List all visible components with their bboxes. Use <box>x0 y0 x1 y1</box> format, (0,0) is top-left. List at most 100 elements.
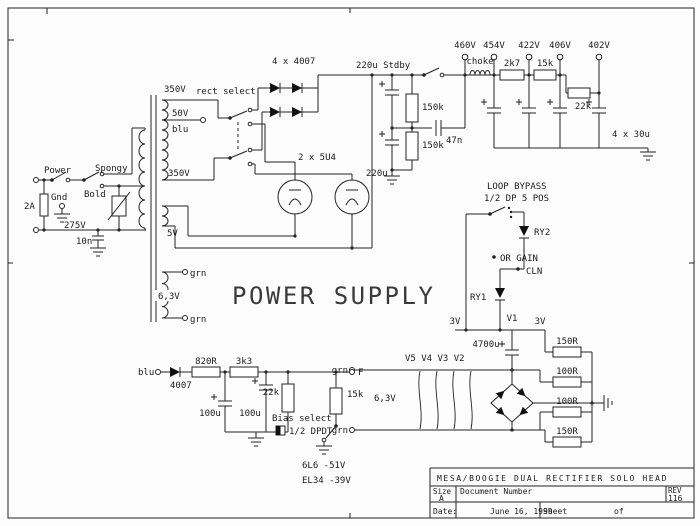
fuse-symbol <box>39 193 49 217</box>
date-label: Date: <box>433 507 457 516</box>
loop-bypass-label: LOOP BYPASS <box>487 182 547 192</box>
r22k-label: 22k <box>575 102 592 112</box>
bold-label: Bold <box>84 190 106 200</box>
resistor-150r <box>552 436 582 448</box>
bias-select-label: Bias select <box>272 414 332 424</box>
tube-5u4-icon <box>334 179 370 215</box>
neutral-terminal <box>33 227 39 233</box>
r22k-bias-label: 22k <box>263 388 280 398</box>
power-transformer: 350V 50V blu 350V 5V 6,3V grn grn <box>138 85 352 325</box>
grn-bottom-label: grn <box>332 426 348 436</box>
grn-top-label: grn <box>190 269 206 279</box>
ry2-label: RY2 <box>534 228 550 238</box>
rev-label: REV <box>668 486 682 495</box>
test-point <box>461 53 469 61</box>
resistor-820r <box>191 366 221 378</box>
tube-heater <box>418 370 422 430</box>
diode-icon <box>292 83 302 93</box>
fuse-label: 2A <box>24 202 35 212</box>
hv-secondary-winding <box>161 99 169 181</box>
ry1-label: RY1 <box>470 293 486 303</box>
size-value: A <box>439 494 444 503</box>
loop-switch-label: 1/2 DP 5 POS <box>484 194 549 204</box>
bplus-rail: 460V choke 454V 2k7 422V 15k 406V 22k 40… <box>444 41 656 161</box>
or-gain-label: OR GAIN <box>500 254 538 264</box>
f-label: F <box>358 368 363 378</box>
relay-diode-icon <box>519 226 529 236</box>
resistor-2k7 <box>499 69 525 81</box>
heater-circuit: 3V V1 3V 4700u 150R 100R 100R 150R V5 V4… <box>332 314 613 448</box>
ground-symbol <box>316 445 332 455</box>
heater-volts-label: 6,3V <box>374 394 396 404</box>
cln-label: CLN <box>526 267 542 277</box>
cap2-label: 220u <box>366 169 388 179</box>
ground-symbol <box>54 213 70 223</box>
v3-left-label: 3V <box>450 317 461 327</box>
filter-cap-30u <box>481 75 501 148</box>
resistor-150k <box>405 93 419 123</box>
bias-el34-note: EL34 -39V <box>302 476 351 486</box>
tube-heater <box>452 370 456 430</box>
heater-grn-terminal <box>349 427 355 433</box>
heater-tubes-label: V5 V4 V3 V2 <box>405 354 465 364</box>
rectifier-tubes: 2 x 5U4 <box>277 75 373 250</box>
filter-cap-30u <box>547 75 567 148</box>
resistor-3k3 <box>229 366 259 378</box>
spongy-label: Spongy <box>95 164 128 174</box>
r2k7-label: 2k7 <box>504 59 520 69</box>
standby-switch-blade <box>423 67 440 76</box>
spongy-bold-switch-blade <box>83 171 100 181</box>
rev-value: 116 <box>668 494 683 503</box>
line-cap-label: 10n <box>76 237 92 247</box>
line-terminal <box>33 177 39 183</box>
r100r-a-label: 100R <box>556 367 578 377</box>
resistor-15k <box>533 69 557 81</box>
r150k-a-label: 150k <box>422 103 444 113</box>
r820r-label: 820R <box>195 357 217 367</box>
r3k3-label: 3k3 <box>236 357 252 367</box>
first-filter-standby: 220u Stdby 220u 150k 150k 47n <box>318 61 466 185</box>
resistor-150k <box>405 131 419 161</box>
tube-heater <box>435 370 439 430</box>
test-point <box>595 53 603 61</box>
size-label: Size <box>433 487 452 496</box>
r150r-a-label: 150R <box>556 337 578 347</box>
heater-terminal-top <box>182 269 188 275</box>
cap-4700u-label: 4700u <box>472 340 499 350</box>
power-label: Power <box>44 166 72 176</box>
r100r-b-label: 100R <box>556 397 578 407</box>
relay-diode-icon <box>495 288 505 298</box>
bridge-rectifier <box>490 383 534 423</box>
choke-symbol <box>469 70 491 76</box>
test-point <box>556 53 564 61</box>
title-block: MESA/BOOGIE DUAL RECTIFIER SOLO HEAD Siz… <box>429 467 694 518</box>
caps-30u-label: 4 x 30u <box>612 130 650 140</box>
f-terminal <box>349 369 355 375</box>
resistor-100r <box>552 406 582 418</box>
choke-label: choke <box>466 57 493 67</box>
silicon-rectifier-diodes: 4 x 4007 <box>270 57 319 117</box>
sheet-label: Sheet <box>543 507 567 516</box>
blu-terminal <box>155 369 161 375</box>
bias-supply: blu 4007 820R 3k3 100u 100u 22k 15k Bias… <box>138 357 364 486</box>
node-422v-label: 422V <box>518 41 540 51</box>
resistor-22k-bias <box>281 383 295 413</box>
power-input-section: Power Spongy Bold 2A Gnd 275V 10n <box>24 127 146 257</box>
grn-top-label: grn <box>332 366 348 376</box>
diode-icon <box>292 107 302 117</box>
loop-switch-blade <box>489 206 506 215</box>
diode-icon <box>270 83 280 93</box>
dpdt-label: 1/2 DPDT <box>289 427 333 437</box>
tap50-label: 50V <box>172 109 189 119</box>
filter-cap-30u <box>516 75 536 148</box>
primary-winding <box>138 129 146 229</box>
gnd-label: Gnd <box>51 193 67 203</box>
diode-icon <box>270 107 280 117</box>
chassis-terminal <box>59 203 65 209</box>
ground-symbol <box>603 395 613 411</box>
line-filter-cap <box>90 228 106 257</box>
power-switch-blade <box>51 171 67 181</box>
filament-5v-label: 5V <box>167 229 178 239</box>
